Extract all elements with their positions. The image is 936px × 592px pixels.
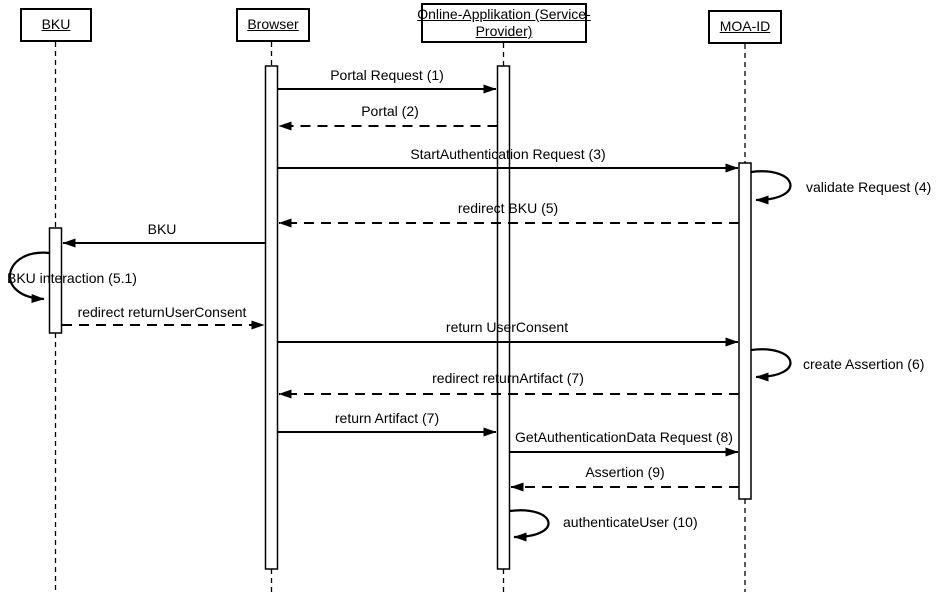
message-label-redirect-bku: redirect BKU (5)	[457, 200, 559, 216]
message-label-redirect-returnartifact: redirect returnArtifact (7)	[432, 370, 584, 386]
self-loops	[8, 170, 792, 542]
actor-box-bku: BKU	[20, 8, 92, 42]
message-label-bku: BKU	[147, 221, 177, 237]
message-label-validate-request: validate Request (4)	[806, 179, 932, 195]
message-label-return-artifact: return Artifact (7)	[334, 410, 440, 426]
message-label-redirect-returnuserconsent: redirect returnUserConsent	[77, 304, 247, 320]
actor-label-browser: Browser	[247, 16, 299, 33]
dashed-arrows	[62, 121, 739, 492]
message-label-getauthenticationdata-request: GetAuthenticationData Request (8)	[515, 429, 733, 445]
message-label-assertion: Assertion (9)	[585, 464, 665, 480]
actor-box-browser: Browser	[236, 8, 310, 42]
activation-bars	[48, 65, 752, 570]
message-label-bku-interaction: BKU interaction (5.1)	[7, 270, 137, 286]
actor-box-moa-id: MOA-ID	[708, 10, 782, 44]
actor-label-bku: BKU	[41, 16, 71, 33]
loop-bku-interaction	[8, 251, 50, 303]
loop-authenticate-user	[509, 509, 550, 542]
activation-bar-moa-id	[738, 162, 752, 500]
message-label-portal-request: Portal Request (1)	[330, 67, 444, 83]
actor-label-online-applikation-line1: Online-Applikation (Service-	[417, 5, 591, 22]
message-label-authenticateuser: authenticateUser (10)	[563, 514, 698, 530]
message-label-create-assertion: create Assertion (6)	[803, 356, 925, 372]
loop-create-assertion	[750, 348, 792, 382]
actor-box-online-applikation: Online-Applikation (Service- Provider)	[417, 3, 591, 43]
activation-bar-online-app	[496, 65, 511, 570]
message-label-portal: Portal (2)	[361, 103, 419, 119]
solid-arrows	[62, 84, 739, 457]
actor-label-moa-id: MOA-ID	[719, 18, 771, 35]
loop-validate-request	[750, 170, 792, 205]
activation-bar-bku	[48, 227, 63, 334]
message-label-startauthentication-request: StartAuthentication Request (3)	[410, 146, 606, 162]
activation-bar-browser	[264, 65, 279, 570]
actor-label-online-applikation-line2: Provider)	[475, 23, 533, 39]
message-label-return-userconsent: return UserConsent	[445, 319, 569, 335]
lifelines	[54, 42, 746, 592]
